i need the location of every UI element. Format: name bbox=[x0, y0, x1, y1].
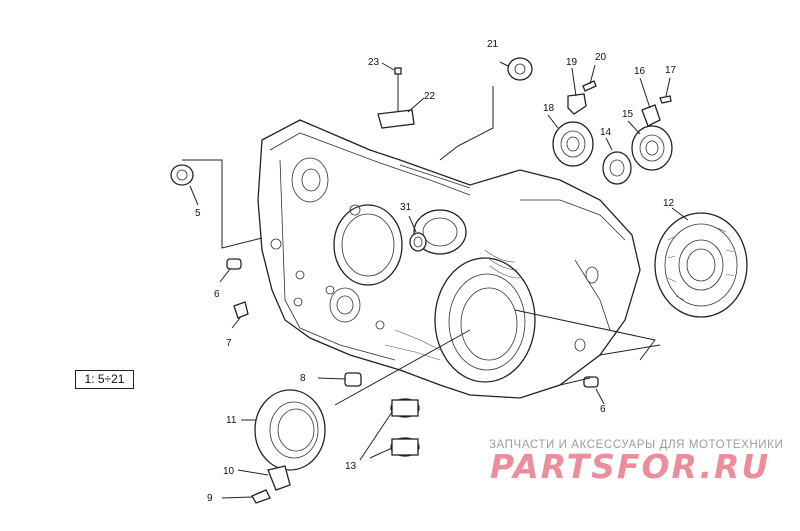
bearing-21 bbox=[499, 57, 533, 81]
bearing-12 bbox=[654, 212, 748, 318]
callout-31: 31 bbox=[400, 202, 412, 213]
callout-12: 12 bbox=[663, 198, 675, 209]
pin-8 bbox=[344, 372, 362, 387]
watermark-caption: ЗАПЧАСТИ И АКСЕССУАРЫ ДЛЯ МОТОТЕХНИКИ bbox=[489, 439, 784, 451]
bracket-19 bbox=[567, 93, 587, 115]
callout-10: 10 bbox=[223, 466, 235, 477]
bushing-13 bbox=[390, 398, 420, 457]
callout-5: 5 bbox=[195, 208, 201, 219]
callout-11: 11 bbox=[226, 415, 237, 426]
callout-23: 23 bbox=[368, 57, 380, 68]
bush-5 bbox=[170, 164, 194, 186]
pin-6a bbox=[226, 258, 242, 270]
clip-22 bbox=[377, 109, 415, 129]
callout-22: 22 bbox=[424, 91, 436, 102]
callout-13: 13 bbox=[345, 461, 357, 472]
callout-18: 18 bbox=[543, 103, 555, 114]
watermark-logo: PARTSFOR.RU bbox=[490, 447, 771, 486]
callout-6: 6 bbox=[214, 289, 220, 300]
crankcase-half bbox=[257, 119, 641, 399]
screw-20 bbox=[582, 80, 597, 92]
bracket-16 bbox=[641, 104, 661, 127]
callout-20: 20 bbox=[595, 52, 607, 63]
bearing-18 bbox=[552, 121, 594, 167]
callout-17: 17 bbox=[665, 65, 677, 76]
oring-31 bbox=[409, 232, 427, 252]
bearing-15 bbox=[631, 125, 673, 171]
seal-14 bbox=[602, 151, 632, 185]
callout-8: 8 bbox=[300, 373, 306, 384]
callout-16: 16 bbox=[634, 66, 646, 77]
screw-9 bbox=[251, 489, 271, 504]
callout-7: 7 bbox=[226, 338, 232, 349]
callout-9: 9 bbox=[207, 493, 213, 504]
callout-15: 15 bbox=[622, 109, 634, 120]
scale-label: 1: 5÷21 bbox=[75, 370, 134, 389]
seal-11 bbox=[254, 389, 326, 471]
callout-labels: 21 20 19 17 16 23 22 18 15 14 12 5 31 6 … bbox=[195, 39, 677, 504]
leader-lines bbox=[182, 62, 689, 499]
callout-14: 14 bbox=[600, 127, 612, 138]
plate-10 bbox=[267, 465, 291, 491]
pin-6b bbox=[583, 376, 599, 388]
screw-17 bbox=[659, 95, 672, 104]
screw-23 bbox=[394, 67, 402, 112]
callout-6b: 6 bbox=[600, 404, 606, 415]
callout-19: 19 bbox=[566, 57, 578, 68]
callout-21: 21 bbox=[487, 39, 499, 50]
screw-7 bbox=[233, 301, 249, 319]
